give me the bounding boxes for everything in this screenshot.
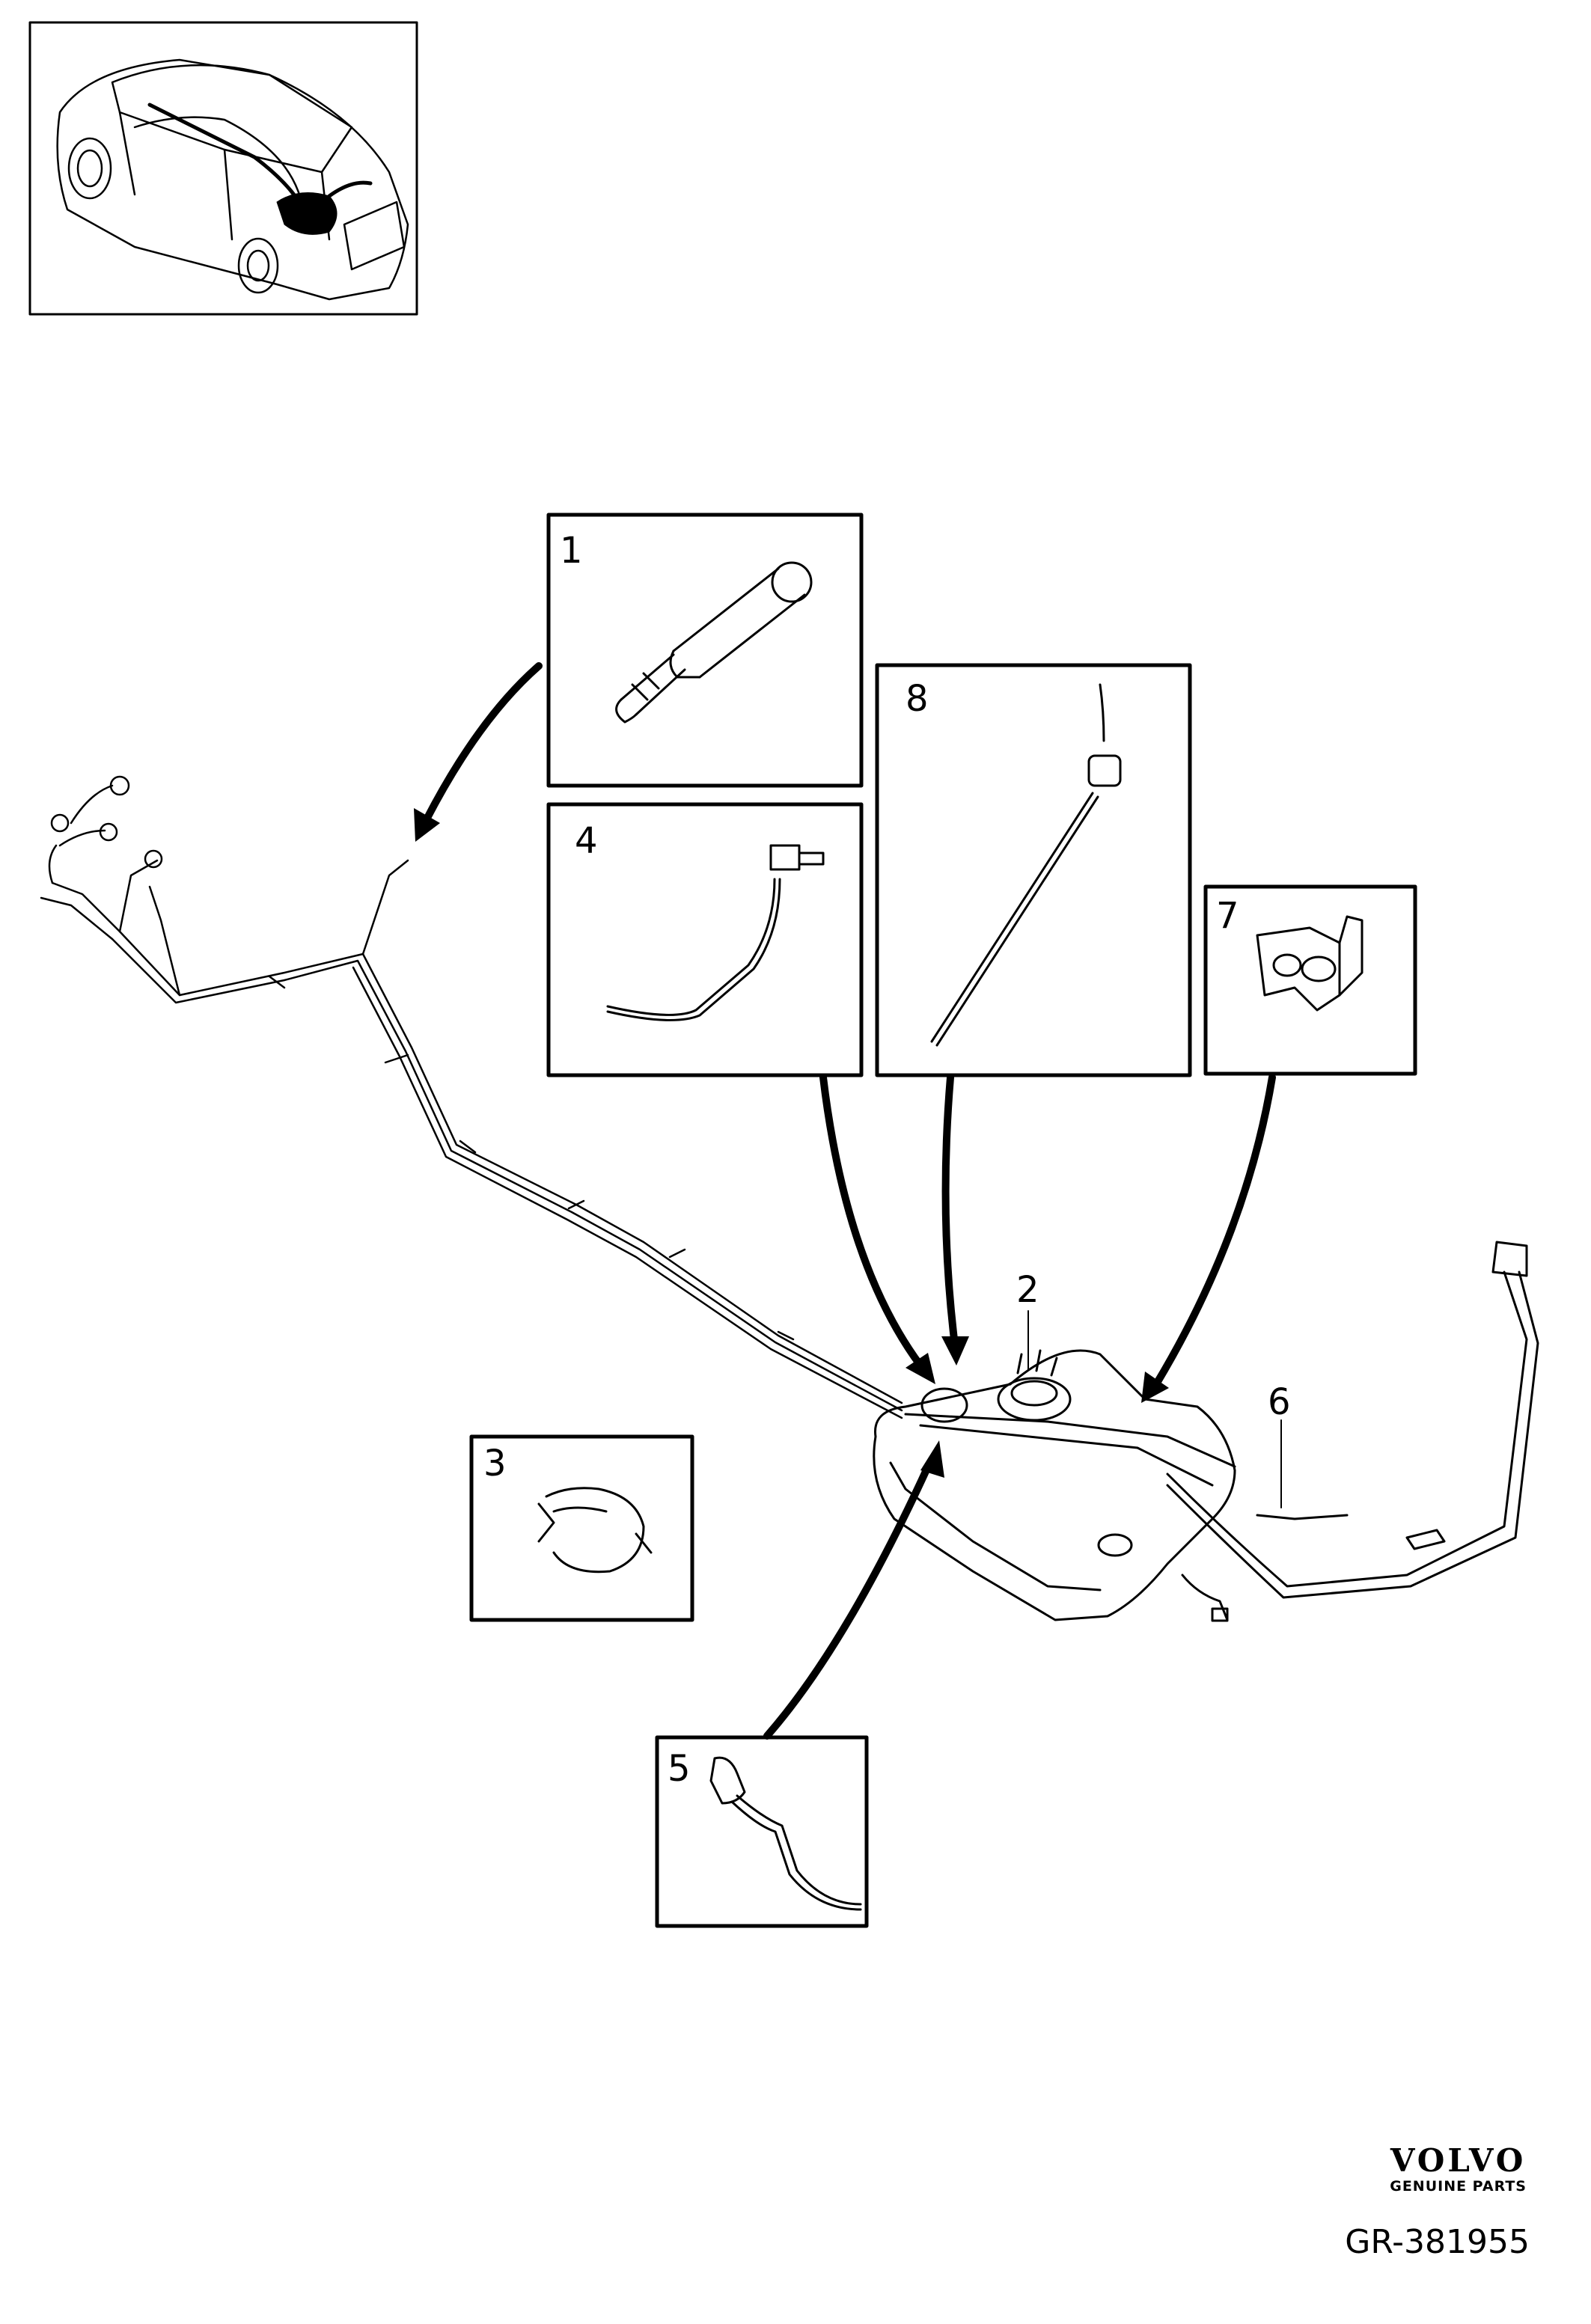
callout-number-3: 3 bbox=[483, 1443, 507, 1484]
callout-frame-8 bbox=[875, 663, 1192, 1077]
fuel-tank bbox=[873, 1241, 1539, 1622]
sensor-cable-part bbox=[606, 844, 825, 1021]
arrow-head-5 bbox=[920, 1440, 944, 1478]
callout-number-5: 5 bbox=[668, 1748, 691, 1790]
sender-wire-part bbox=[930, 683, 1122, 1047]
hose-clamp-part bbox=[537, 1487, 653, 1574]
callout-number-8: 8 bbox=[906, 678, 929, 720]
arrow-heads bbox=[414, 808, 1169, 1478]
callout-number-7: 7 bbox=[1216, 895, 1239, 937]
callout-number-4: 4 bbox=[575, 820, 598, 862]
car-outline-icon bbox=[56, 58, 409, 301]
leader-arrows bbox=[423, 662, 1276, 1740]
filler-neck-connector bbox=[1491, 1241, 1528, 1277]
fuel-line-harness bbox=[40, 775, 903, 1419]
arrow-head-1 bbox=[414, 808, 440, 842]
arrow-head-7 bbox=[1141, 1372, 1169, 1403]
fuel-tank-location-highlight bbox=[147, 103, 373, 235]
brand-name: VOLVO bbox=[1390, 2142, 1527, 2179]
bracket-clip-part bbox=[1256, 915, 1364, 1012]
fuel-line-connector-part bbox=[615, 561, 813, 724]
callout-number-2: 2 bbox=[1016, 1269, 1039, 1311]
volvo-logo: VOLVO GENUINE PARTS bbox=[1390, 2144, 1527, 2195]
diagram-code: GR-381955 bbox=[1345, 2223, 1530, 2261]
callout-number-1: 1 bbox=[560, 530, 583, 572]
tank-port-cap bbox=[920, 1387, 968, 1423]
callout-frame-4 bbox=[546, 802, 864, 1077]
leader-arrow-8 bbox=[941, 1074, 958, 1343]
vehicle-locator-inset bbox=[28, 21, 418, 316]
leader-arrow-7 bbox=[1152, 1074, 1276, 1388]
connector-hose-part bbox=[709, 1756, 862, 1911]
arrow-head-4 bbox=[906, 1353, 935, 1384]
leader-arrow-4 bbox=[819, 1074, 924, 1369]
leader-arrow-5 bbox=[763, 1463, 932, 1740]
callout-frame-5 bbox=[655, 1735, 869, 1928]
callout-number-6: 6 bbox=[1268, 1381, 1291, 1423]
leader-arrow-1 bbox=[423, 662, 543, 823]
callout-frame-3 bbox=[469, 1434, 694, 1622]
callout-frame-7 bbox=[1203, 884, 1417, 1076]
callout-frame-1 bbox=[546, 513, 864, 788]
arrow-head-8 bbox=[941, 1336, 969, 1366]
brand-subtitle: GENUINE PARTS bbox=[1390, 2178, 1527, 2195]
fuel-pump-flange bbox=[997, 1377, 1072, 1422]
